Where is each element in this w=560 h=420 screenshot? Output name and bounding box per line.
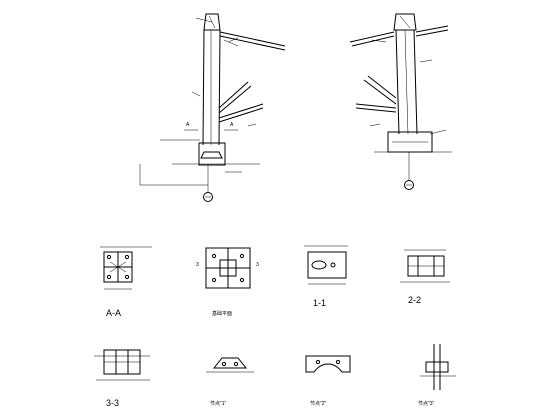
detail-1-1: 1-1 (304, 245, 348, 308)
detail-node-1: 节点"1" (206, 357, 254, 407)
title-a-a: A-A (106, 308, 121, 318)
detail-a-a: A-A (100, 246, 152, 318)
detail-node-3: 节点"3" (418, 344, 456, 407)
title-node-2: 节点"2" (310, 401, 327, 407)
mark-a-left: A (186, 122, 190, 128)
mark-a-right: A (230, 122, 234, 128)
title-node-1: 节点"1" (210, 401, 227, 407)
mark-3-left: 3 (196, 262, 199, 268)
detail-2-2: 2-2 (400, 249, 450, 305)
detail-node-2: 节点"2" (305, 355, 351, 407)
title-node-3: 节点"3" (418, 401, 435, 407)
title-foundation-plan: 基础平面 (212, 310, 232, 317)
title-2-2: 2-2 (408, 295, 421, 305)
title-1-1: 1-1 (313, 298, 326, 308)
title-3-3: 3-3 (106, 398, 119, 408)
right-elevation (349, 13, 452, 190)
mark-3-right: 3 (256, 262, 259, 268)
detail-foundation-plan: 3 3 基础平面 (196, 247, 259, 317)
left-elevation: A A (139, 13, 286, 202)
detail-3-3: 3-3 (94, 349, 150, 408)
